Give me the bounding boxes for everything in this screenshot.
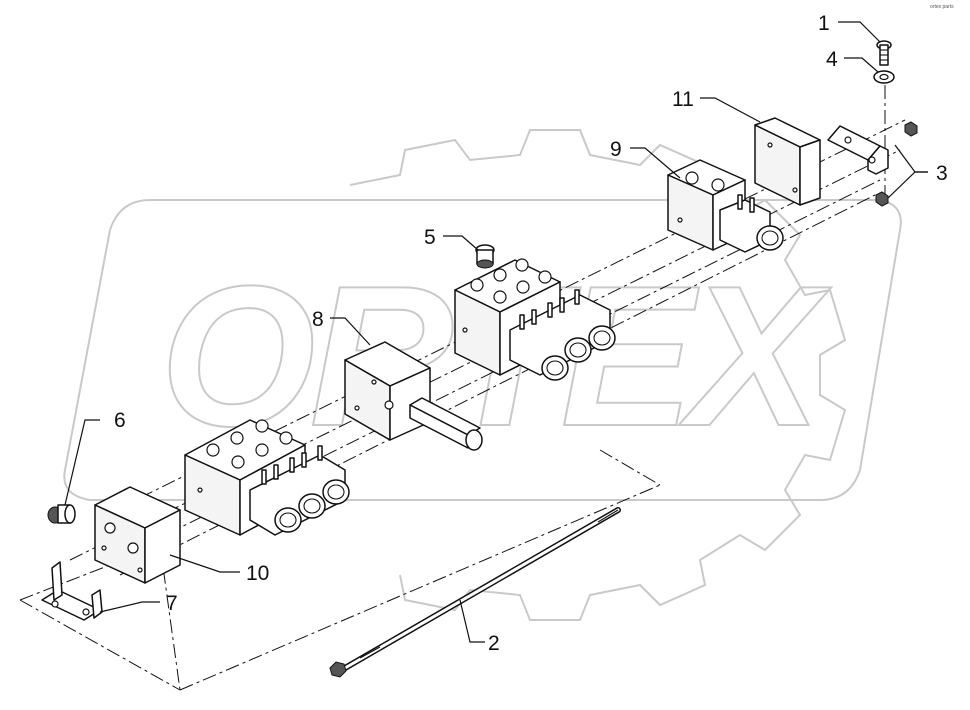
part-nut [875,121,918,207]
part-tie-rod [329,507,621,678]
callout-labels: 1 2 3 4 5 6 7 8 9 10 11 [114,12,948,655]
part-plug [47,504,76,524]
callout-3: 3 [936,162,948,185]
leader-lines [64,21,928,643]
callout-11: 11 [672,88,694,111]
part-mounting-bracket-left [41,561,103,621]
callout-10: 10 [246,562,269,585]
callout-1: 1 [818,12,830,35]
callout-4: 4 [826,48,838,71]
watermark-logo: ORTEX [63,129,902,621]
part-end-plate [754,117,821,206]
corner-mark: ortex parts [930,4,954,10]
callout-6: 6 [114,409,126,432]
part-valve-block-triple-lower [184,419,350,536]
part-valve-section-single [667,159,784,253]
part-valve-block-triple-upper [454,258,616,381]
part-inlet-block-with-shaft [344,341,483,451]
callout-8: 8 [312,308,324,331]
part-bolt [876,40,892,66]
callout-5: 5 [424,226,436,249]
callout-7: 7 [166,592,178,615]
callout-9: 9 [610,138,622,161]
part-fitting [475,244,495,269]
part-end-cover-block [94,486,181,584]
part-washer [873,70,895,84]
part-mounting-bracket-right [827,125,889,175]
callout-2: 2 [488,632,500,655]
